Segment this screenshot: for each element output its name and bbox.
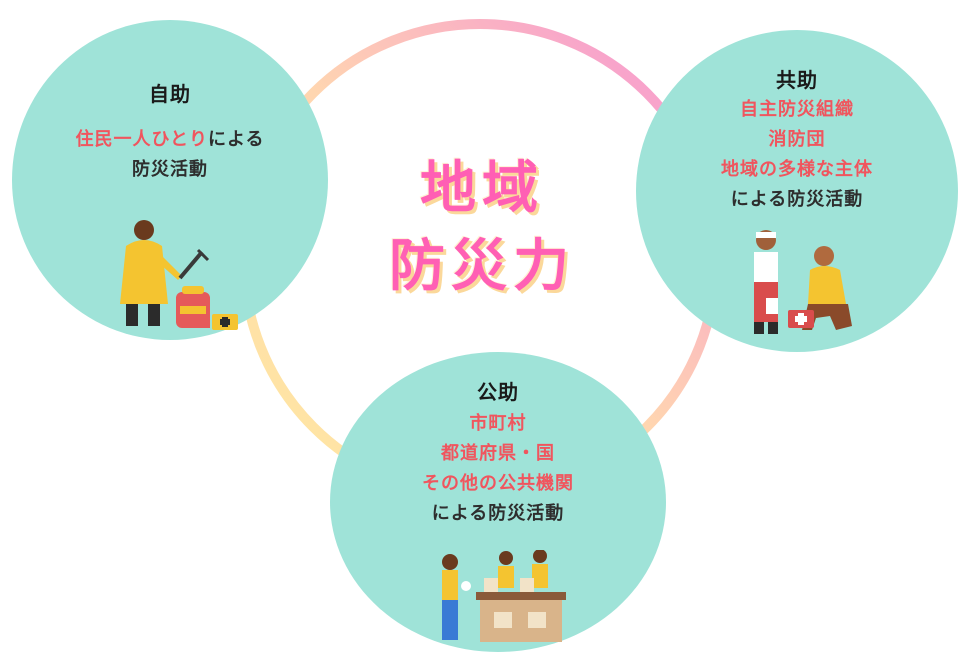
jijo-line2: 防災活動 bbox=[132, 159, 208, 180]
kyojo-title: 共助 bbox=[776, 68, 818, 92]
jijo-line1-dark: による bbox=[208, 129, 265, 150]
kyojo-circle: 共助 自主防災組織 消防団 地域の多様な主体 による防災活動 bbox=[636, 30, 958, 352]
center-title-line1: 地域 bbox=[420, 156, 544, 221]
kojo-title: 公助 bbox=[477, 380, 519, 404]
kyojo-red-line-2: 消防団 bbox=[768, 129, 826, 150]
jijo-line1-red: 住民一人ひとり bbox=[75, 129, 208, 150]
jijo-title: 自助 bbox=[149, 82, 191, 106]
kojo-circle: 公助 市町村 都道府県・国 その他の公共機関 による防災活動 bbox=[330, 352, 666, 652]
kyojo-red-line-1: 自主防災組織 bbox=[740, 99, 854, 120]
kojo-dark-line: による防災活動 bbox=[431, 503, 565, 524]
center-title: 地域 防災力 bbox=[372, 150, 592, 306]
center-title-line2: 防災力 bbox=[389, 234, 575, 299]
relief-supply-distribution-icon bbox=[442, 550, 566, 642]
kyojo-red-line-3: 地域の多様な主体 bbox=[721, 159, 873, 180]
person-raincoat-with-backpack-and-first-aid-icon bbox=[120, 220, 238, 330]
kyojo-dark-line: による防災活動 bbox=[730, 189, 864, 210]
kojo-red-line-1: 市町村 bbox=[469, 413, 527, 434]
jijo-line1: 住民一人ひとりによる bbox=[12, 125, 328, 155]
kojo-red-line-2: 都道府県・国 bbox=[441, 443, 555, 464]
jijo-circle: 自助 住民一人ひとりによる 防災活動 bbox=[12, 20, 328, 340]
kojo-red-line-3: その他の公共機関 bbox=[422, 473, 574, 494]
first-aid-helper-and-injured-person-icon bbox=[754, 230, 852, 334]
